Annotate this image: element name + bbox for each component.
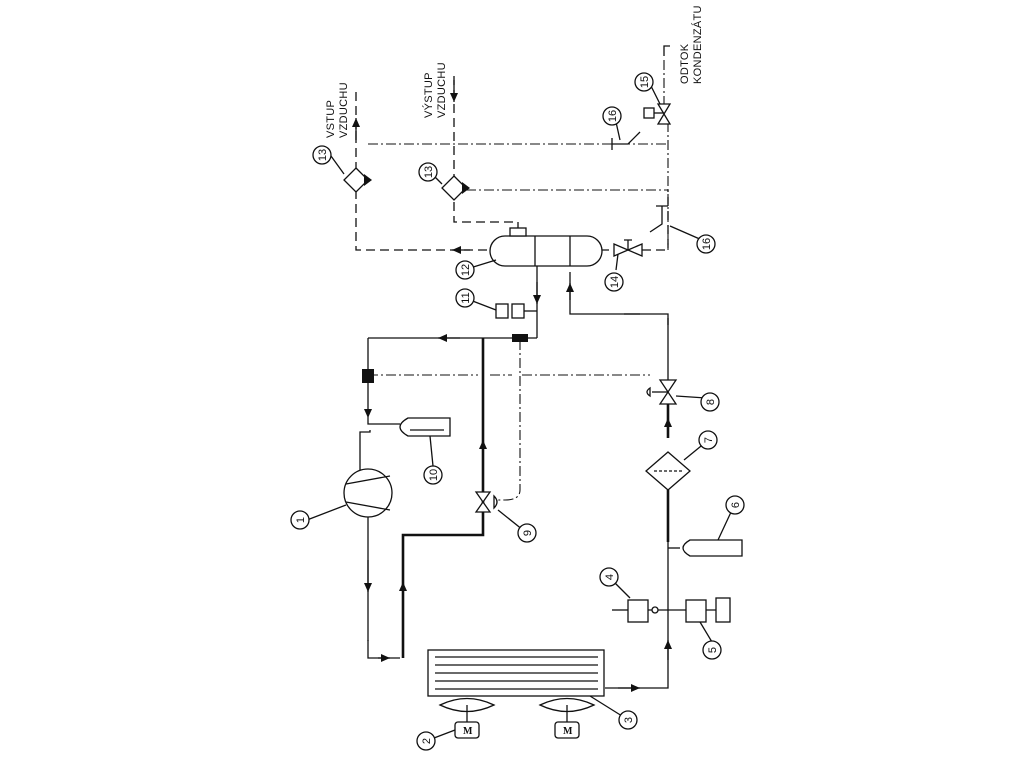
callout-9: 9: [517, 523, 537, 543]
condensate-label-line2: KONDENZÁTU: [691, 5, 704, 84]
air-outlet-label-line2: VZDUCHU: [436, 62, 448, 118]
svg-text:5: 5: [707, 647, 719, 653]
callout-13: 13: [418, 162, 438, 182]
callout-4: 4: [599, 567, 619, 587]
condensate-label-line1: ODTOK: [679, 43, 691, 84]
svg-text:7: 7: [703, 437, 715, 443]
svg-text:10: 10: [428, 469, 440, 481]
callout-numbers: 1 2 3 4 5 6 7 8: [290, 72, 745, 751]
svg-text:12: 12: [460, 264, 472, 276]
temperature-sensor-symbol: [495, 303, 537, 319]
svg-text:11: 11: [460, 292, 472, 303]
callout-16: 16: [602, 106, 622, 126]
callout-13: 13: [312, 145, 332, 165]
svg-text:8: 8: [705, 399, 717, 405]
callout-14: 14: [604, 272, 624, 292]
fan-switch-symbol: [668, 597, 731, 623]
hot-gas-line: [401, 338, 485, 658]
liquid-receiver-symbol: [668, 539, 743, 557]
check-valve-symbol: [611, 131, 641, 150]
air-inlet-line: [453, 76, 519, 232]
hot-gas-bypass-valve-symbol: [474, 491, 498, 513]
callout-7: 7: [698, 430, 718, 450]
svg-text:16: 16: [607, 110, 619, 122]
air-inlet-label-line2: VZDUCHU: [338, 82, 350, 138]
callout-5: 5: [702, 640, 722, 660]
accumulator-symbol: [399, 417, 451, 437]
condenser-symbol: [427, 649, 605, 697]
fan-motor-symbol: M: [538, 697, 596, 739]
callout-11: 11: [455, 288, 475, 308]
air-outlet-label-line1: VÝSTUP: [422, 72, 435, 118]
callout-16: 16: [696, 234, 716, 254]
air-inlet-label-line1: VSTUP: [325, 100, 337, 138]
svg-text:15: 15: [639, 76, 651, 88]
callout-10: 10: [423, 465, 443, 485]
callout-8: 8: [700, 392, 720, 412]
air-inlet-label: VSTUP VZDUCHU: [325, 82, 350, 138]
callout-leaders: [306, 83, 733, 739]
control-lines: [368, 60, 669, 501]
motor-glyph: M: [463, 726, 473, 737]
motor-glyph: M: [563, 726, 573, 737]
fan-motor-symbol: M: [438, 697, 496, 739]
callout-12: 12: [455, 260, 475, 280]
drain-line: [600, 190, 669, 251]
air-filter-symbol: [343, 167, 372, 193]
air-heat-exchanger-symbol: [489, 227, 603, 267]
connection-block: [512, 334, 528, 342]
callout-1: 1: [290, 510, 310, 530]
air-outlet-line: [355, 92, 490, 251]
compressor-symbol: [343, 468, 393, 518]
callout-3: 3: [618, 710, 638, 730]
air-lines: [352, 76, 669, 254]
refrigerant-circuit: [354, 266, 672, 692]
air-outlet-label: VÝSTUP VZDUCHU: [422, 62, 448, 118]
connection-block: [362, 369, 374, 383]
callout-15: 15: [634, 72, 654, 92]
check-valve-symbol: [649, 205, 668, 233]
expansion-valve-symbol: [646, 379, 678, 405]
condensate-drain-label: ODTOK KONDENZÁTU: [679, 5, 704, 84]
svg-text:14: 14: [609, 276, 621, 288]
filter-drier-symbol: [645, 451, 691, 491]
svg-text:13: 13: [317, 149, 329, 161]
ball-valve-symbol: [613, 239, 643, 257]
svg-text:9: 9: [522, 530, 534, 536]
discharge-line: [367, 515, 400, 659]
svg-text:16: 16: [701, 238, 713, 250]
drain-valve-symbol: [643, 45, 672, 125]
svg-text:1: 1: [295, 517, 307, 523]
svg-text:4: 4: [604, 574, 616, 580]
svg-text:2: 2: [421, 738, 433, 744]
svg-text:13: 13: [423, 166, 435, 178]
svg-text:6: 6: [730, 502, 742, 508]
drain-outlet-pipe: [663, 45, 670, 56]
callout-2: 2: [416, 731, 436, 751]
callout-6: 6: [725, 495, 745, 515]
pressure-switch-symbol: [612, 599, 659, 623]
air-filter-symbol: [441, 175, 470, 201]
svg-text:3: 3: [623, 717, 635, 723]
